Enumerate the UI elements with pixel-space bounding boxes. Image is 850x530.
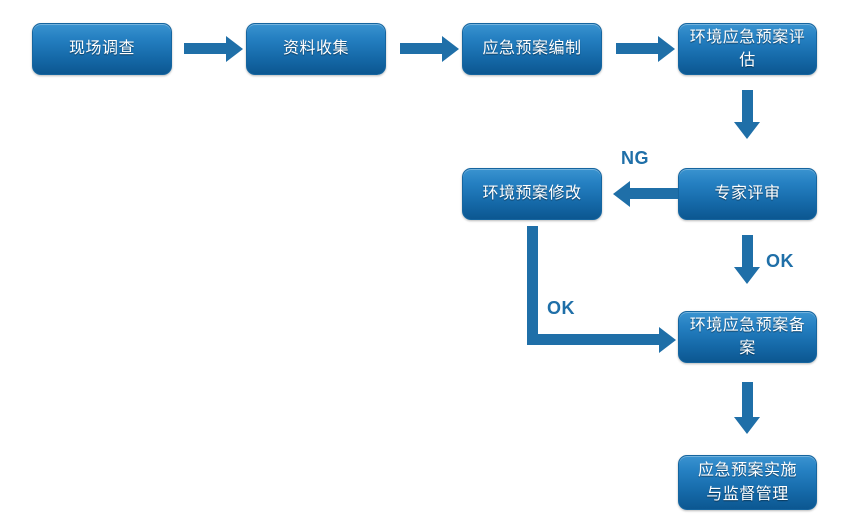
arrow-head-right-icon [658,36,675,62]
node-plan-drafting[interactable]: 应急预案编制 [462,23,602,75]
arrow-shaft [630,188,678,199]
node-plan-revision[interactable]: 环境预案修改 [462,168,602,220]
arrow-shaft-horizontal [527,334,661,345]
node-label: 环境应急预案评估 [689,28,806,69]
arrow-head-down-icon [734,417,760,434]
arrow-shaft [184,43,228,54]
node-expert-review[interactable]: 专家评审 [678,168,817,220]
arrow-shaft [742,235,753,270]
node-label: 环境预案修改 [482,185,582,203]
arrow-shaft [742,382,753,420]
arrow-head-right-icon [659,327,676,353]
node-label: 环境应急预案备案 [689,316,806,357]
arrow-shaft [742,90,753,125]
arrow-shaft [400,43,444,54]
edge-label-ng: NG [621,148,649,168]
node-data-collection[interactable]: 资料收集 [246,23,386,75]
node-label: 现场调查 [68,40,135,58]
node-site-survey[interactable]: 现场调查 [32,23,172,75]
node-plan-implementation[interactable]: 应急预案实施 与监督管理 [678,455,817,510]
node-label: 资料收集 [282,40,349,58]
node-label: 应急预案编制 [482,40,582,58]
edge-label-ok-revision: OK [547,298,575,318]
node-label: 专家评审 [714,185,781,203]
arrow-shaft-vertical [527,226,538,345]
arrow-head-right-icon [226,36,243,62]
arrow-head-left-icon [613,181,630,207]
node-plan-filing[interactable]: 环境应急预案备案 [678,311,817,363]
node-label: 应急预案实施 与监督管理 [697,462,797,503]
node-plan-assessment[interactable]: 环境应急预案评估 [678,23,817,75]
arrow-shaft [616,43,660,54]
arrow-head-down-icon [734,122,760,139]
arrow-head-right-icon [442,36,459,62]
arrow-head-down-icon [734,267,760,284]
edge-label-ok-review: OK [766,251,794,271]
